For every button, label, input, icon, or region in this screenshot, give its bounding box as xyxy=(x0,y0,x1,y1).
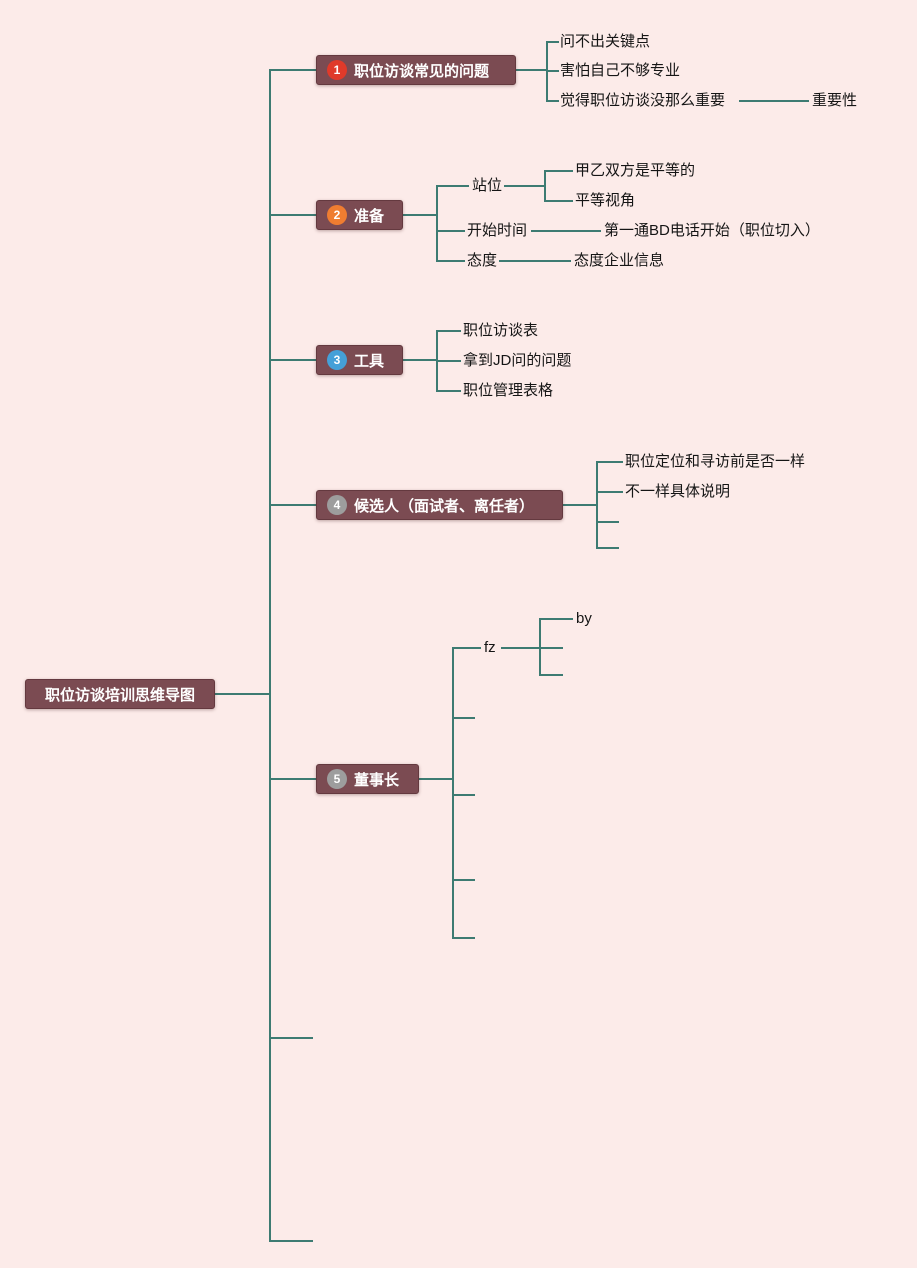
branch4-child1-topic[interactable]: 职位定位和寻访前是否一样 xyxy=(625,453,806,470)
branch2-child2-grandchild-topic[interactable]: 第一通BD电话开始（职位切入） xyxy=(604,222,820,239)
badge-5-icon: 5 xyxy=(327,769,347,789)
branch3-node[interactable]: 3 工具 xyxy=(316,345,403,375)
branch1-child1-topic[interactable]: 问不出关键点 xyxy=(560,33,651,50)
branch2-connector-lines xyxy=(269,170,601,262)
branch1-node[interactable]: 1 职位访谈常见的问题 xyxy=(316,55,516,85)
branch2-child3-topic[interactable]: 态度 xyxy=(467,252,498,269)
branch5-node[interactable]: 5 董事长 xyxy=(316,764,419,794)
branch1-connector-lines xyxy=(269,41,809,102)
branch5-label: 董事长 xyxy=(354,771,400,789)
branch2-label: 准备 xyxy=(354,207,385,225)
root-node-label: 职位访谈培训思维导图 xyxy=(44,686,195,704)
root-node[interactable]: 职位访谈培训思维导图 xyxy=(25,679,215,709)
branch2-child2-topic[interactable]: 开始时间 xyxy=(467,222,528,239)
branch1-child2-topic[interactable]: 害怕自己不够专业 xyxy=(560,62,681,79)
badge-1-icon: 1 xyxy=(327,60,347,80)
branch1-child3-topic[interactable]: 觉得职位访谈没那么重要 xyxy=(560,92,726,109)
branch2-child1-topic[interactable]: 站位 xyxy=(472,177,503,194)
branch4-label: 候选人（面试者、离任者） xyxy=(354,497,535,515)
branch3-child2-topic[interactable]: 拿到JD问的问题 xyxy=(463,352,572,369)
branch5-grandchild1-topic[interactable]: by xyxy=(576,610,592,627)
branch4-connector-lines xyxy=(269,461,623,549)
branch3-child3-topic[interactable]: 职位管理表格 xyxy=(463,382,554,399)
branch2-child1-grandchild2-topic[interactable]: 平等视角 xyxy=(575,192,636,209)
branch2-child3-grandchild-topic[interactable]: 态度企业信息 xyxy=(574,252,665,269)
branch3-connector-lines xyxy=(269,330,461,392)
branch3-child1-topic[interactable]: 职位访谈表 xyxy=(463,322,539,339)
branch4-node[interactable]: 4 候选人（面试者、离任者） xyxy=(316,490,563,520)
branch3-label: 工具 xyxy=(354,352,385,370)
badge-2-icon: 2 xyxy=(327,205,347,225)
branch5-connector-lines xyxy=(269,618,573,939)
branch5-child1-topic[interactable]: fz xyxy=(484,639,496,656)
branch2-node[interactable]: 2 准备 xyxy=(316,200,403,230)
branch1-label: 职位访谈常见的问题 xyxy=(354,62,490,80)
branch1-grandchild-topic[interactable]: 重要性 xyxy=(812,92,858,109)
badge-3-icon: 3 xyxy=(327,350,347,370)
branch2-child1-grandchild1-topic[interactable]: 甲乙双方是平等的 xyxy=(575,162,696,179)
badge-4-icon: 4 xyxy=(327,495,347,515)
branch4-child2-topic[interactable]: 不一样具体说明 xyxy=(625,483,731,500)
